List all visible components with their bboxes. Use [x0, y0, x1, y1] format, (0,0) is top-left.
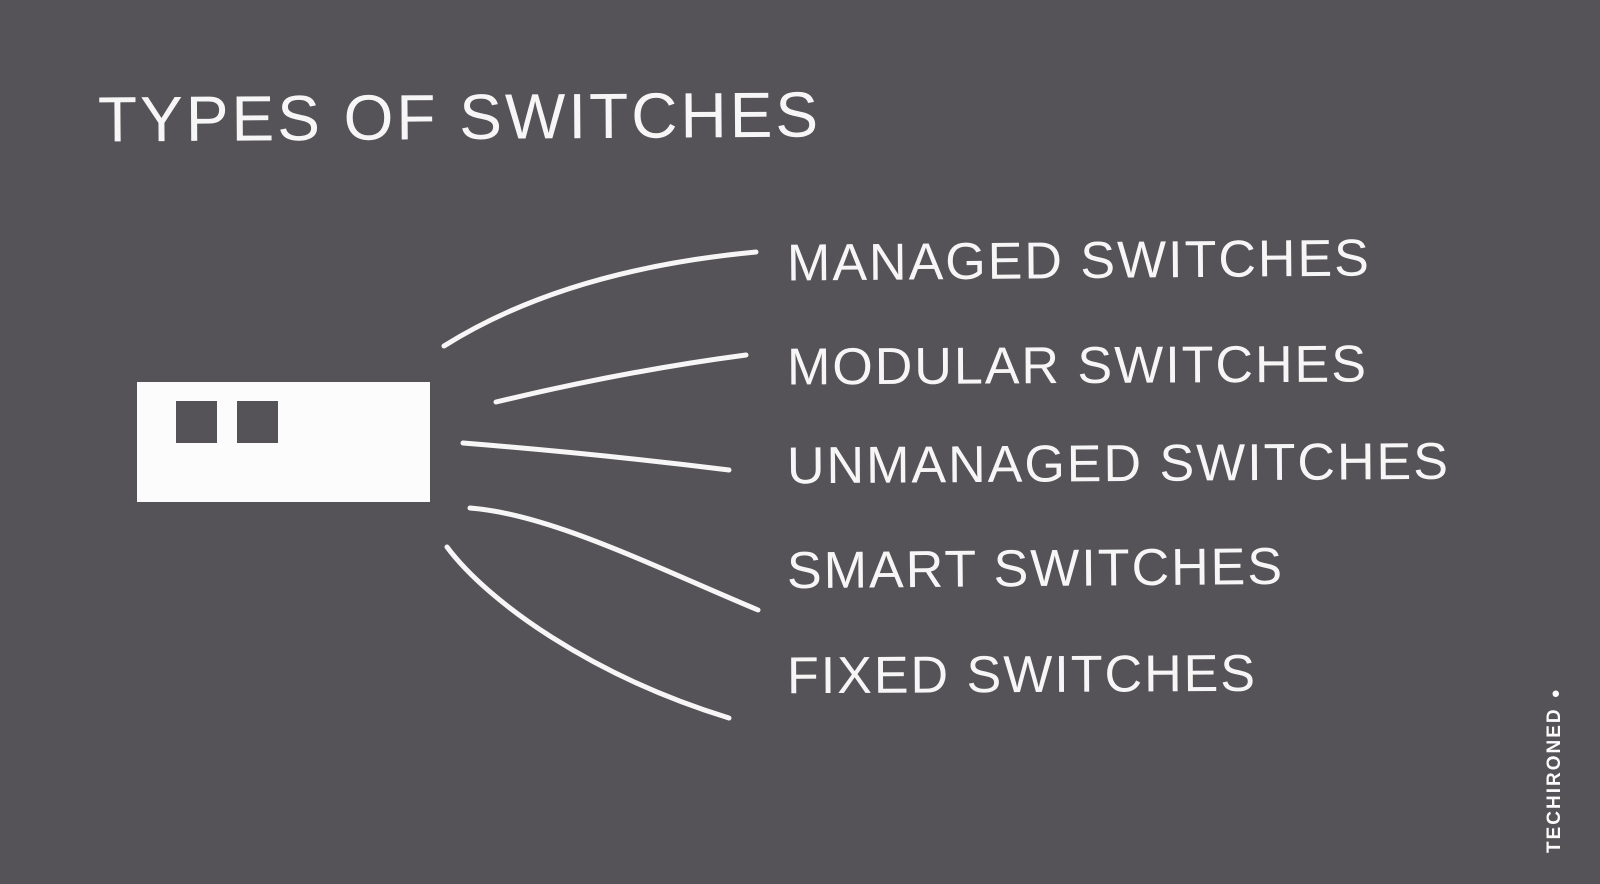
switch-port-1 — [176, 401, 217, 443]
branch-label-smart: SMART SWITCHES — [786, 537, 1285, 601]
branch-line-managed — [441, 249, 759, 349]
branch-line-fixed — [444, 544, 732, 721]
watermark-text: TECHIRONED — [1544, 707, 1565, 853]
branch-line-modular — [493, 352, 749, 405]
branch-label-modular: MODULAR SWITCHES — [786, 335, 1369, 397]
branch-label-fixed: FIXED SWITCHES — [786, 644, 1258, 706]
branch-label-managed: MANAGED SWITCHES — [786, 229, 1372, 293]
branch-lines — [441, 249, 761, 721]
watermark-dot-icon: ● — [1546, 687, 1564, 699]
branch-line-unmanaged — [460, 440, 732, 473]
branch-line-smart — [467, 505, 761, 613]
switch-port-2 — [237, 401, 278, 443]
branch-label-unmanaged: UNMANAGED SWITCHES — [786, 432, 1451, 496]
watermark-brand: TECHIRONED ● — [1544, 687, 1566, 853]
switch-device-icon — [137, 382, 430, 502]
